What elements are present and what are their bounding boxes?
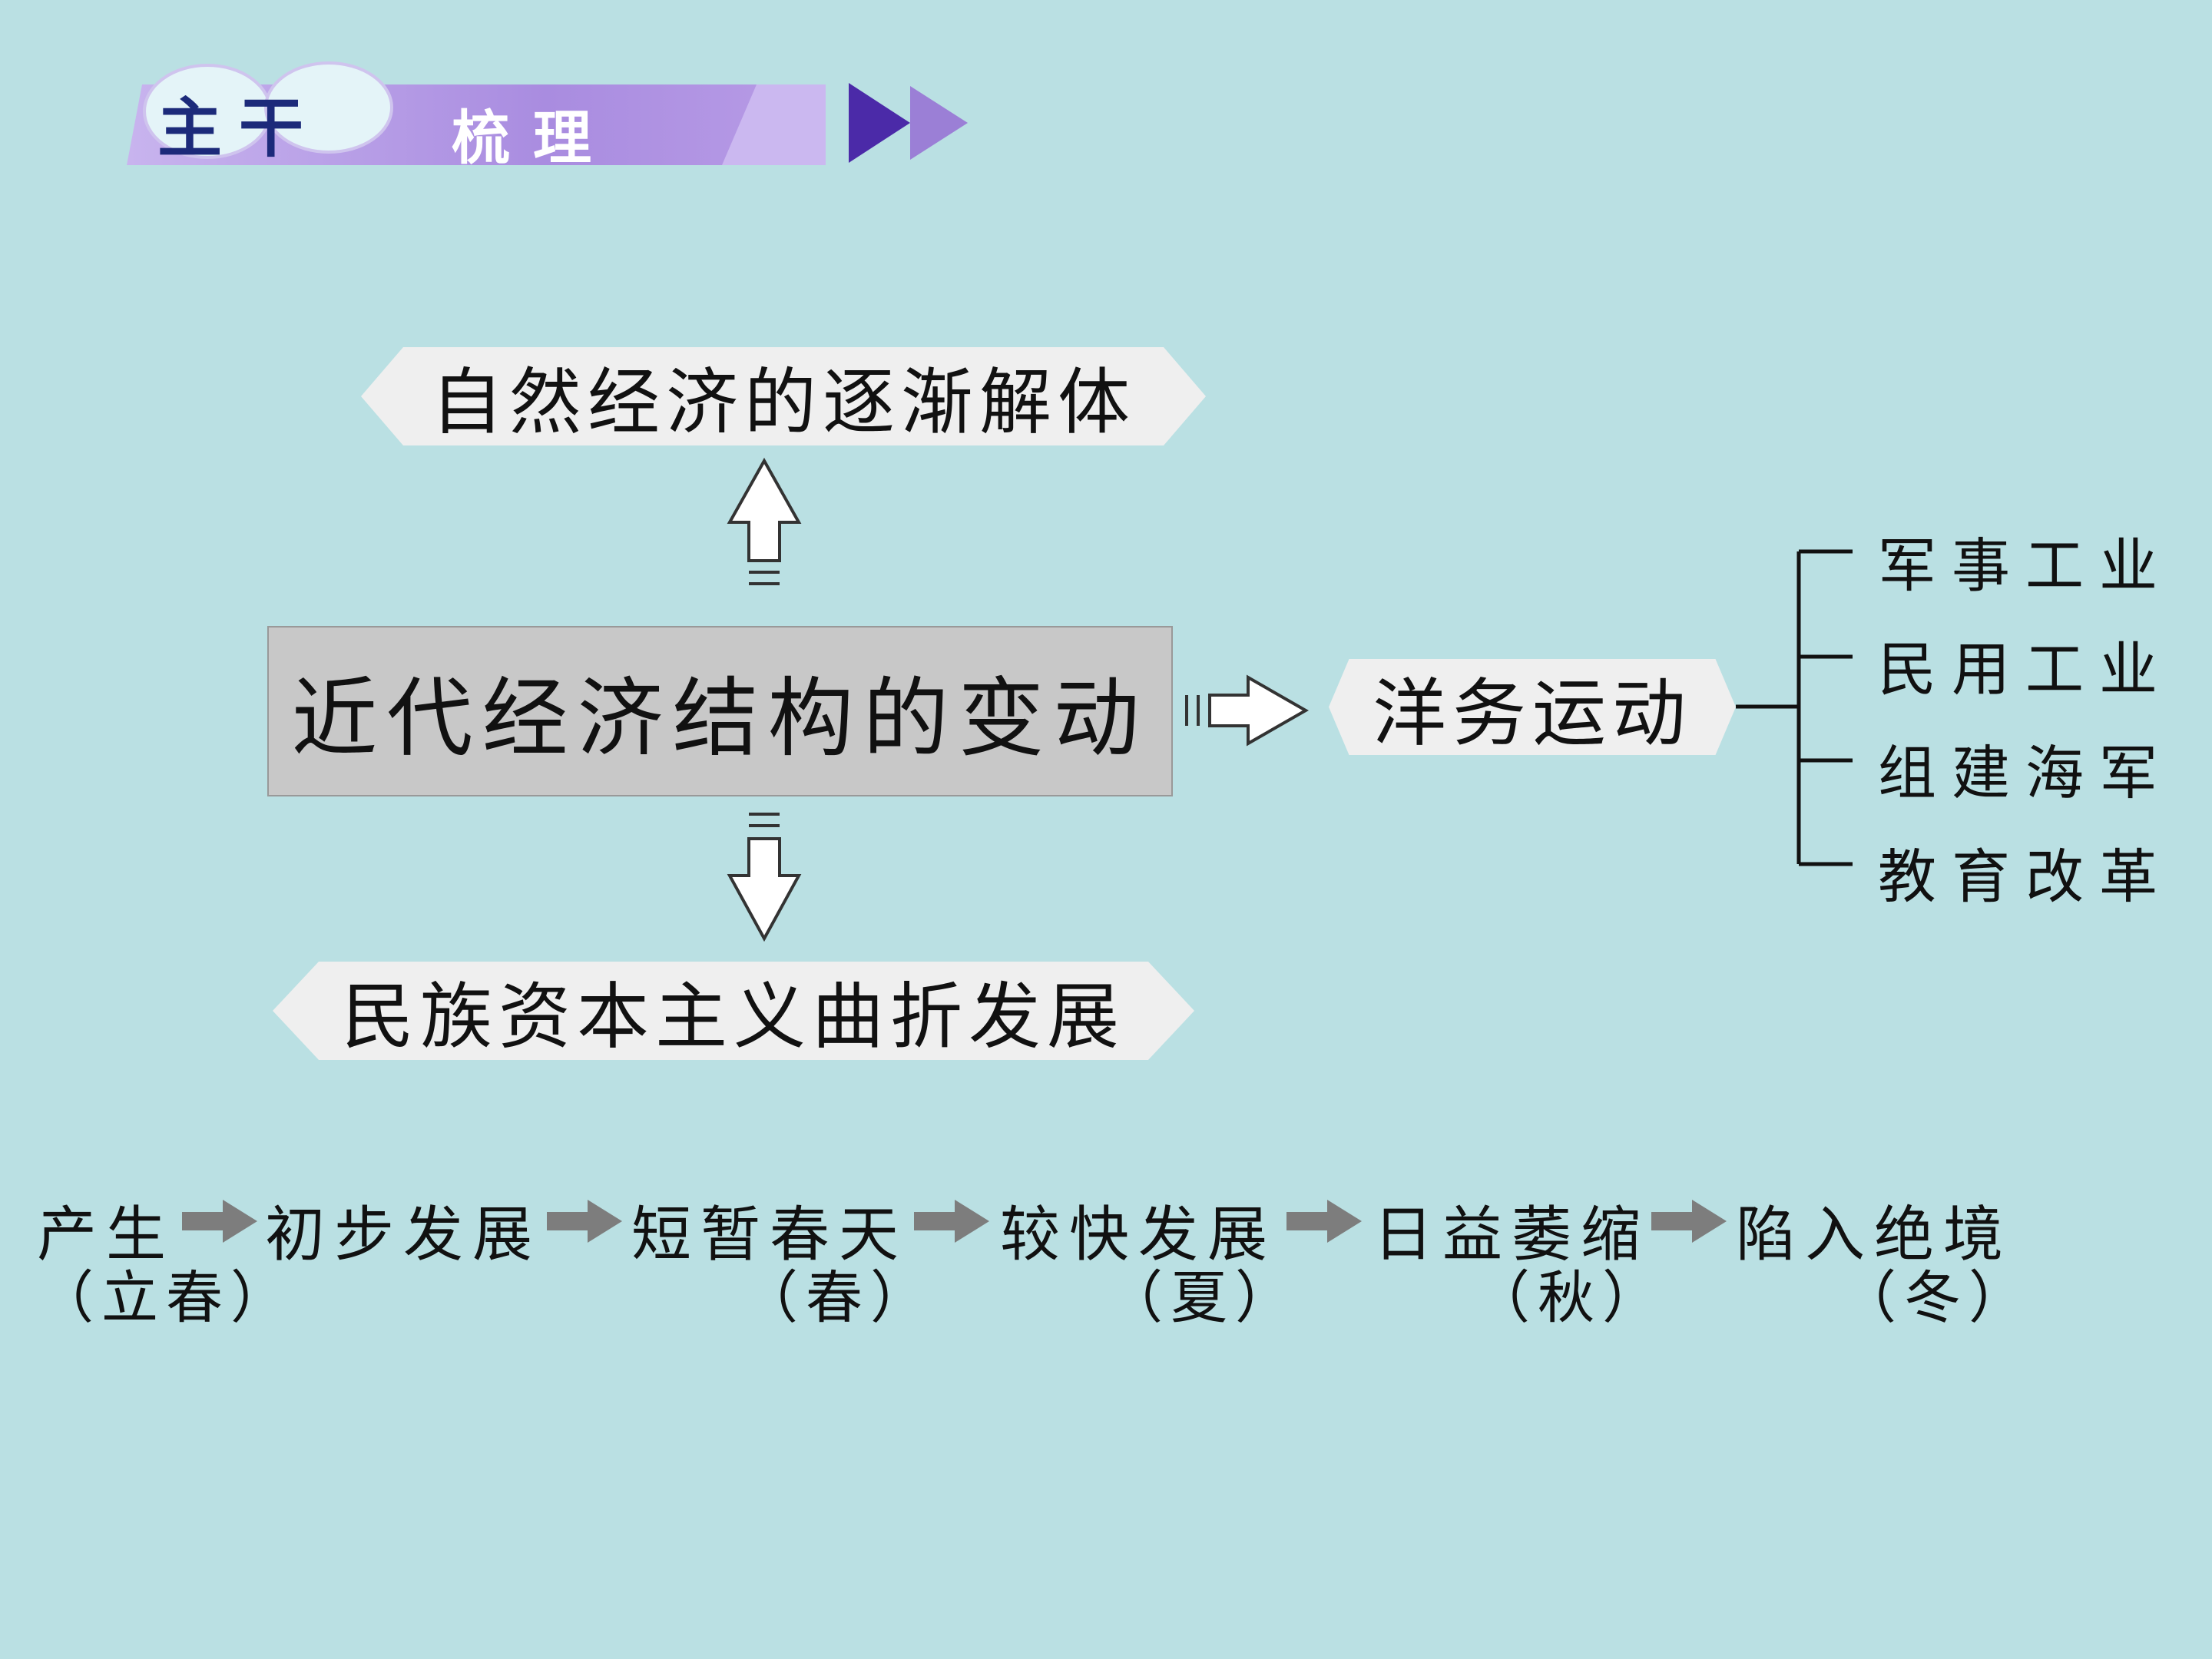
timeline-season: （秋） xyxy=(1473,1265,1667,1331)
timeline-stage: 较快发展 xyxy=(1000,1200,1277,1270)
banner-title-sub: 梳理 xyxy=(452,104,614,172)
arrow-right-icon xyxy=(1185,674,1310,747)
arrow-up-icon xyxy=(727,457,802,585)
node-natural-economy: 自然经济的逐渐解体 xyxy=(361,347,1206,445)
branch-bracket xyxy=(1736,549,1853,866)
timeline-season: （夏） xyxy=(1106,1265,1300,1331)
timeline-arrows xyxy=(182,1200,1727,1243)
timeline-season: （立春） xyxy=(37,1265,295,1331)
banner-title-main: 主干 xyxy=(157,91,321,166)
timeline-season: （冬） xyxy=(1839,1265,2033,1331)
node-center: 近代经济结构的变动 xyxy=(267,626,1173,796)
branch-item-military-industry: 军事工业 xyxy=(1878,531,2173,600)
branch-item-navy: 组建海军 xyxy=(1878,739,2173,807)
timeline-season: （春） xyxy=(741,1265,935,1331)
timeline-stage: 陷入绝境 xyxy=(1736,1200,2013,1270)
arrow-down-icon xyxy=(727,813,802,942)
branch-item-civil-industry: 民用工业 xyxy=(1878,635,2173,704)
timeline-stage: 产生 xyxy=(37,1200,176,1270)
timeline-stage: 短暂春天 xyxy=(631,1200,909,1270)
timeline-stage: 日益萎缩 xyxy=(1373,1200,1651,1270)
node-national-capitalism: 民族资本主义曲折发展 xyxy=(273,962,1194,1060)
node-westernization-movement: 洋务运动 xyxy=(1329,659,1736,755)
branch-item-education-reform: 教育改革 xyxy=(1878,843,2173,911)
timeline-stage: 初步发展 xyxy=(265,1200,542,1270)
